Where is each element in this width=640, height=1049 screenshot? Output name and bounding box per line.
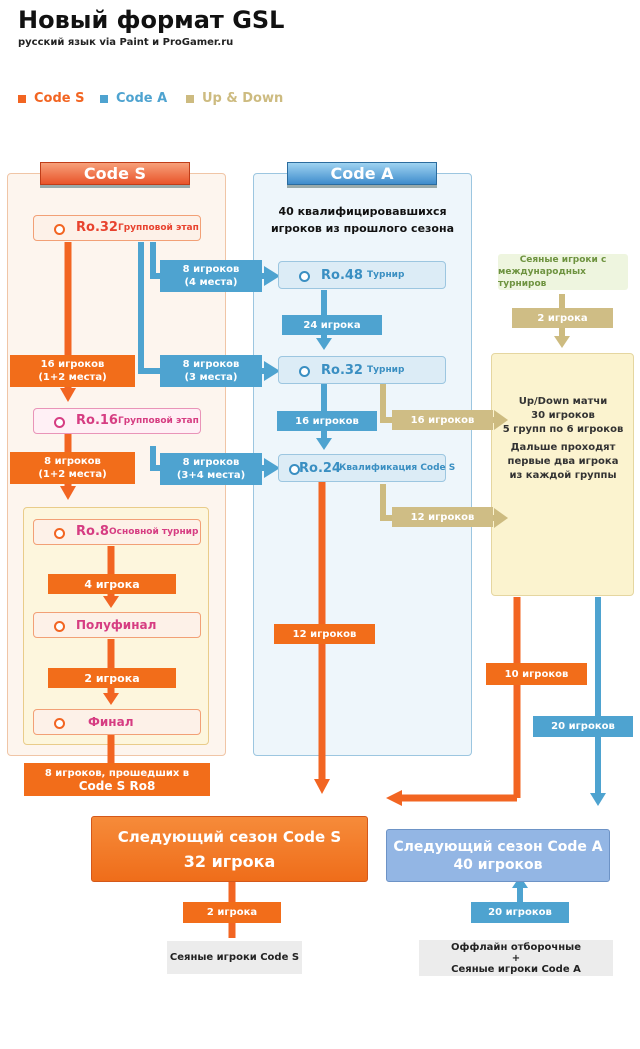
next-season-code-s: Следующий сезон Code S 32 игрока: [91, 816, 368, 882]
ro32-label: Ro.32: [76, 220, 118, 235]
bullet-icon: [54, 528, 65, 539]
code-s-adv-8-label: 8 игроков(1+2 места): [10, 452, 135, 484]
code-a-ro32-stage: Ro.32 Турнир: [278, 356, 446, 384]
seed-s-box: Сеяные игроки Code S: [167, 941, 302, 974]
updown-to-s-label: 10 игроков: [486, 663, 587, 685]
ro24-label: Ro.24: [299, 461, 341, 476]
seed-a-count: 20 игроков: [471, 902, 569, 923]
next-season-code-a: Следующий сезон Code A 40 игроков: [386, 829, 610, 882]
ro48-label: Ro.48: [321, 268, 363, 283]
legend-up-down: Up & Down: [186, 91, 283, 106]
to-updown-16-label: 16 игроков: [392, 410, 493, 430]
code-s-ro16-stage: Ro.16 Групповой этап: [33, 408, 201, 434]
ro8-label: Ro.8: [76, 524, 109, 539]
bullet-icon: [54, 224, 65, 235]
next-s-title: Следующий сезон Code S: [117, 827, 342, 846]
bullet-icon: [299, 366, 310, 377]
ro16-desc: Групповой этап: [118, 416, 199, 426]
to-updown-12-label: 12 игроков: [392, 507, 493, 527]
to-ro24-label: 8 игроков(3+4 места): [160, 453, 262, 485]
seed-s-count: 2 игрока: [183, 902, 281, 923]
bullet-icon: [299, 271, 310, 282]
ro16-label: Ro.16: [76, 413, 118, 428]
page-title: Новый формат GSL: [18, 6, 285, 34]
code-a-header: Code A: [287, 162, 437, 185]
ro8-desc: Основной турнир: [109, 527, 199, 537]
code-s-final-stage: Финал: [33, 709, 201, 735]
semifinal-label: Полуфинал: [76, 618, 157, 632]
code-a-ro48-stage: Ro.48 Турнир: [278, 261, 446, 289]
ro24-desc: Квалификация Code S: [339, 463, 456, 473]
page-subtitle: русский язык via Paint и ProGamer.ru: [18, 37, 234, 48]
code-s-ro8-stage: Ro.8 Основной турнир: [33, 519, 201, 545]
updown-description: Up/Down матчи 30 игроков 5 групп по 6 иг…: [502, 396, 624, 481]
updown-to-a-label: 20 игроков: [533, 716, 633, 737]
next-s-count: 32 игрока: [183, 851, 276, 871]
ro32a-label: Ro.32: [321, 363, 363, 378]
next-a-count: 40 игроков: [453, 856, 543, 873]
bullet-icon: [54, 621, 65, 632]
bullet-icon: [289, 464, 300, 475]
code-a-adv-16-label: 16 игроков: [277, 411, 377, 431]
seed-a-box: Оффлайн отборочные+Сеяные игроки Code A: [419, 940, 613, 976]
to-ro32a-label: 8 игроков(3 места): [160, 355, 262, 387]
bullet-icon: [54, 417, 65, 428]
ro48-desc: Турнир: [367, 270, 405, 280]
updown-seeded-count: 2 игрока: [512, 308, 613, 328]
ro32a-desc: Турнир: [367, 365, 405, 375]
code-s-adv-2-label: 2 игрока: [48, 668, 176, 688]
code-s-semifinal-stage: Полуфинал: [33, 612, 201, 638]
next-a-title: Следующий сезон Code A: [393, 838, 603, 855]
ro32-desc: Групповой этап: [118, 223, 199, 233]
code-a-to-next-s-label: 12 игроков: [274, 624, 375, 644]
legend-code-a: Code A: [100, 91, 167, 106]
final-label: Финал: [88, 715, 134, 729]
updown-panel: [491, 353, 634, 596]
code-s-ro32-stage: Ro.32 Групповой этап: [33, 215, 201, 241]
code-s-header: Code S: [40, 162, 190, 185]
bullet-icon: [54, 718, 65, 729]
legend-code-s: Code S: [18, 91, 84, 106]
code-s-adv-4-label: 4 игрока: [48, 574, 176, 594]
code-s-adv-16-label: 16 игроков(1+2 места): [10, 355, 135, 387]
code-a-adv-24-label: 24 игрока: [282, 315, 382, 335]
to-ro48-label: 8 игроков(4 места): [160, 260, 262, 292]
code-a-ro24-stage: Ro.24 Квалификация Code S: [278, 454, 455, 482]
